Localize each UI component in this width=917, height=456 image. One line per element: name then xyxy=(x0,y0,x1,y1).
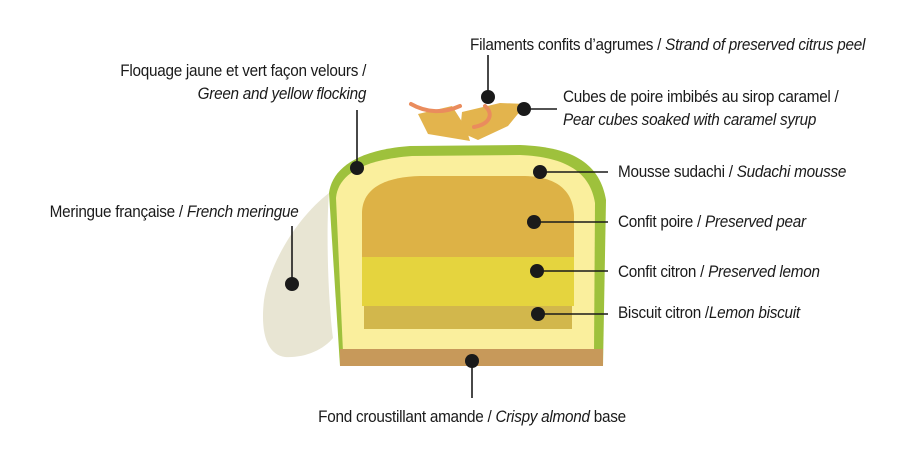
marker-base xyxy=(465,354,479,368)
label-sudachi-mousse: Mousse sudachi / Sudachi mousse xyxy=(618,162,847,181)
label-pear-cubes: Cubes de poire imbibés au sirop caramel … xyxy=(563,87,839,129)
label-preserved-lemon: Confit citron / Preserved lemon xyxy=(618,262,820,281)
marker-pear-confit xyxy=(527,215,541,229)
marker-flocking xyxy=(350,161,364,175)
pear-cube-left xyxy=(418,106,470,141)
marker-lemon-confit xyxy=(530,264,544,278)
label-preserved-pear: Confit poire / Preserved pear xyxy=(618,212,806,231)
lemon-biscuit-layer xyxy=(364,306,572,329)
meringue-shape xyxy=(262,193,333,358)
label-lemon-biscuit: Biscuit citron /Lemon biscuit xyxy=(618,303,800,322)
citrus-peel-strand-right xyxy=(472,104,492,129)
marker-mousse xyxy=(533,165,547,179)
preserved-pear-layer xyxy=(362,176,574,257)
label-crispy-almond-base: Fond croustillant amande / Crispy almond… xyxy=(318,407,626,426)
label-citrus-peel: Filaments confits d’agrumes / Strand of … xyxy=(470,35,866,54)
preserved-lemon-layer xyxy=(362,257,574,306)
label-flocking: Floquage jaune et vert façon velours /Gr… xyxy=(120,61,366,103)
label-french-meringue: Meringue française / French meringue xyxy=(49,202,298,221)
citrus-peel-strand-left xyxy=(409,102,462,113)
marker-meringue xyxy=(285,277,299,291)
marker-pear-cubes xyxy=(517,102,531,116)
marker-biscuit xyxy=(531,307,545,321)
marker-citrus xyxy=(481,90,495,104)
pear-cube-right xyxy=(460,103,526,140)
